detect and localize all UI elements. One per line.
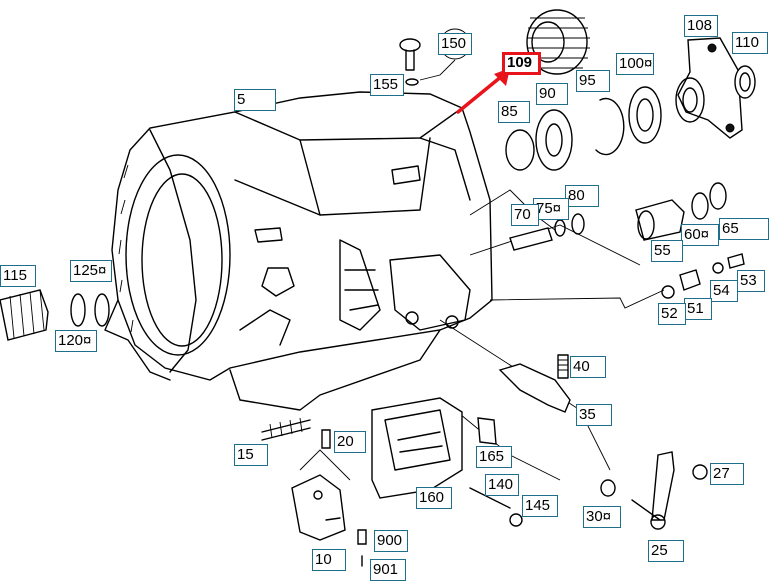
callout-5[interactable]: 5	[234, 89, 276, 111]
input-shaft-115	[0, 289, 110, 341]
callout-40[interactable]: 40	[570, 356, 606, 378]
callout-53[interactable]: 53	[737, 270, 765, 292]
callout-140[interactable]: 140	[485, 474, 519, 496]
callout-51[interactable]: 51	[684, 298, 712, 320]
callout-30[interactable]: 30¤	[583, 506, 621, 528]
callout-55[interactable]: 55	[651, 240, 683, 262]
callout-65[interactable]: 65	[719, 218, 769, 240]
callout-52[interactable]: 52	[658, 303, 686, 325]
bearing-and-rings	[505, 86, 662, 171]
callout-54[interactable]: 54	[710, 280, 738, 302]
plug-165	[469, 417, 523, 527]
transmission-housing	[104, 91, 493, 411]
control-module-160	[357, 397, 463, 567]
callout-20[interactable]: 20	[334, 431, 366, 453]
callout-90[interactable]: 90	[536, 83, 568, 105]
selector-55	[635, 182, 727, 241]
bracket-10	[291, 474, 346, 541]
output-flange-108	[675, 37, 756, 139]
shaft-70	[509, 213, 585, 251]
callout-109[interactable]: 109	[502, 52, 541, 75]
screw-150	[399, 28, 471, 86]
callout-145[interactable]: 145	[522, 495, 558, 517]
lever-35	[498, 354, 571, 413]
callout-100[interactable]: 100¤	[616, 53, 654, 75]
callout-95[interactable]: 95	[576, 70, 610, 92]
callout-85[interactable]: 85	[498, 101, 530, 123]
callout-15[interactable]: 15	[234, 444, 268, 466]
gear-109	[526, 9, 590, 75]
callout-108[interactable]: 108	[684, 15, 718, 37]
callout-75[interactable]: 75¤	[533, 198, 569, 220]
callout-110[interactable]: 110	[732, 32, 768, 54]
spring-15	[261, 417, 331, 449]
callout-901[interactable]: 901	[370, 559, 406, 581]
callout-25[interactable]: 25	[648, 540, 684, 562]
callout-35[interactable]: 35	[576, 404, 612, 426]
callout-125[interactable]: 125¤	[70, 260, 112, 282]
callout-60[interactable]: 60¤	[681, 224, 719, 246]
callout-10[interactable]: 10	[312, 549, 346, 571]
callout-150[interactable]: 150	[438, 33, 472, 55]
callout-165[interactable]: 165	[476, 446, 512, 468]
callout-160[interactable]: 160	[416, 487, 452, 509]
callout-115[interactable]: 115	[0, 265, 36, 287]
callout-80[interactable]: 80	[565, 185, 599, 207]
lever-25	[600, 451, 708, 530]
small-seals	[661, 253, 745, 299]
callout-900[interactable]: 900	[374, 530, 408, 552]
callout-155[interactable]: 155	[370, 74, 404, 96]
callout-70[interactable]: 70	[511, 204, 539, 226]
callout-120[interactable]: 120¤	[55, 330, 97, 352]
callout-27[interactable]: 27	[710, 463, 744, 485]
